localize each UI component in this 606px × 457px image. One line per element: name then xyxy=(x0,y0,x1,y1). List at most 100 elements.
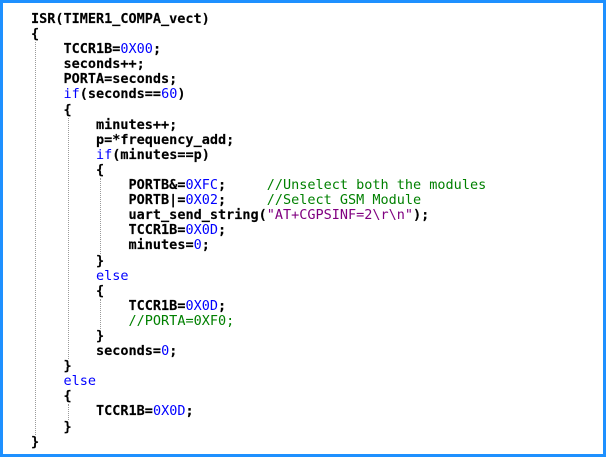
code-token-txt: ); xyxy=(413,207,430,224)
code-line: //PORTA=0XF0; xyxy=(31,312,486,329)
indent-guide xyxy=(35,42,37,435)
code-token-kw: if xyxy=(63,86,80,103)
code-token-txt: seconds= xyxy=(96,343,162,360)
indent xyxy=(31,192,129,208)
indent xyxy=(31,222,129,238)
code-token-txt: } xyxy=(63,418,72,435)
code-token-txt: ; xyxy=(217,222,227,239)
code-token-txt: ISR(TIMER1_COMPA_vect) xyxy=(31,11,210,27)
indent xyxy=(31,328,96,344)
code-token-txt: { xyxy=(31,26,40,43)
code-line: } xyxy=(31,327,486,344)
code-token-kw: if xyxy=(96,146,113,163)
code-line: TCCR1B=0X0D; xyxy=(31,223,486,238)
code-token-txt: { xyxy=(63,388,72,405)
code-token-txt: ; xyxy=(217,297,227,314)
code-line: } xyxy=(31,252,486,269)
code-line: { xyxy=(31,101,486,118)
code-token-txt: (seconds== xyxy=(79,86,162,103)
code-token-txt: ; xyxy=(185,403,194,420)
code-line: TCCR1B=0X0D; xyxy=(31,404,486,419)
code-token-num: 0X0D xyxy=(185,222,218,239)
code-line: if(minutes==p) xyxy=(31,146,486,163)
code-token-num: 0XFC xyxy=(185,177,218,194)
indent xyxy=(31,298,129,314)
code-token-txt: } xyxy=(63,358,72,375)
code-token-txt: ; xyxy=(217,177,267,194)
code-token-cmt: //Select GSM Module xyxy=(266,192,422,209)
code-line: { xyxy=(31,389,486,404)
code-token-txt: minutes++; xyxy=(96,116,178,133)
code-token-txt: } xyxy=(31,433,40,450)
code-token-txt: { xyxy=(96,161,105,178)
code-line: else xyxy=(31,267,486,284)
code-token-txt: PORTA=seconds; xyxy=(63,71,178,88)
indent xyxy=(31,132,96,148)
code-token-num: 60 xyxy=(161,86,178,103)
code-line: minutes=0; xyxy=(31,238,486,253)
code-line: } xyxy=(31,359,486,374)
indent-guide xyxy=(67,117,69,360)
code-token-txt: } xyxy=(96,252,105,269)
indent xyxy=(31,403,96,419)
code-line: uart_send_string("AT+CGPSINF=2\r\n"); xyxy=(31,208,486,223)
code-line: p=*frequency_add; xyxy=(31,131,486,148)
code-token-txt: TCCR1B= xyxy=(63,41,121,58)
indent xyxy=(31,177,129,193)
code-token-num: 0 xyxy=(193,237,202,254)
indent xyxy=(31,237,129,253)
code-token-txt: seconds++; xyxy=(63,56,145,73)
code-line: seconds=0; xyxy=(31,343,486,360)
indent xyxy=(31,268,96,284)
code-token-num: 0X00 xyxy=(120,41,153,58)
code-line: } xyxy=(31,433,486,450)
code-token-cmt: //PORTA=0XF0; xyxy=(128,312,235,329)
code-line: PORTB&=0XFC; //Unselect both the modules xyxy=(31,177,487,194)
code-token-txt: ; xyxy=(169,343,178,360)
code-token-txt: { xyxy=(63,101,72,118)
code-token-txt: ; xyxy=(217,192,267,209)
indent xyxy=(31,343,96,359)
indent xyxy=(31,147,96,163)
code-token-txt: minutes= xyxy=(128,237,194,254)
code-token-str: "AT+CGPSINF=2\r\n" xyxy=(266,207,414,224)
code-token-txt: TCCR1B= xyxy=(128,222,186,239)
code-line: minutes++; xyxy=(31,116,486,133)
code-editor[interactable]: ISR(TIMER1_COMPA_vect){ TCCR1B=0X00; sec… xyxy=(31,11,487,450)
code-token-txt: ; xyxy=(201,237,210,254)
indent xyxy=(31,283,96,299)
code-line: { xyxy=(31,161,486,178)
code-line: { xyxy=(31,282,486,299)
indent xyxy=(31,313,129,329)
code-token-cmt: //Unselect both the modules xyxy=(266,177,487,194)
indent xyxy=(31,253,96,269)
code-token-txt: PORTB&= xyxy=(128,177,186,194)
code-line: if(seconds==60) xyxy=(31,87,486,102)
code-token-kw: else xyxy=(63,373,97,390)
code-token-num: 0X0D xyxy=(185,297,218,314)
code-token-txt: ; xyxy=(152,41,162,58)
code-line: TCCR1B=0X00; xyxy=(31,42,486,57)
code-token-kw: else xyxy=(96,267,129,284)
code-line: else xyxy=(31,374,486,389)
code-token-num: 0X0D xyxy=(152,403,186,420)
code-line: ISR(TIMER1_COMPA_vect) xyxy=(31,11,486,27)
code-line: } xyxy=(31,418,486,435)
code-line: { xyxy=(31,26,486,43)
code-token-txt: { xyxy=(96,282,105,299)
code-token-num: 0X02 xyxy=(185,192,218,209)
code-token-txt: ) xyxy=(177,86,186,103)
indent-guide xyxy=(100,178,102,254)
code-token-txt: } xyxy=(96,327,105,344)
code-line: PORTB|=0X02; //Select GSM Module xyxy=(31,193,486,208)
code-token-txt: p=*frequency_add; xyxy=(96,131,235,148)
code-token-txt: TCCR1B= xyxy=(128,297,186,314)
code-token-num: 0 xyxy=(161,343,170,360)
indent-guide xyxy=(67,404,69,420)
code-token-txt: (minutes==p) xyxy=(112,146,210,163)
code-line: seconds++; xyxy=(31,57,486,72)
code-token-txt: uart_send_string( xyxy=(128,207,267,224)
indent xyxy=(31,117,96,133)
indent xyxy=(31,162,96,178)
